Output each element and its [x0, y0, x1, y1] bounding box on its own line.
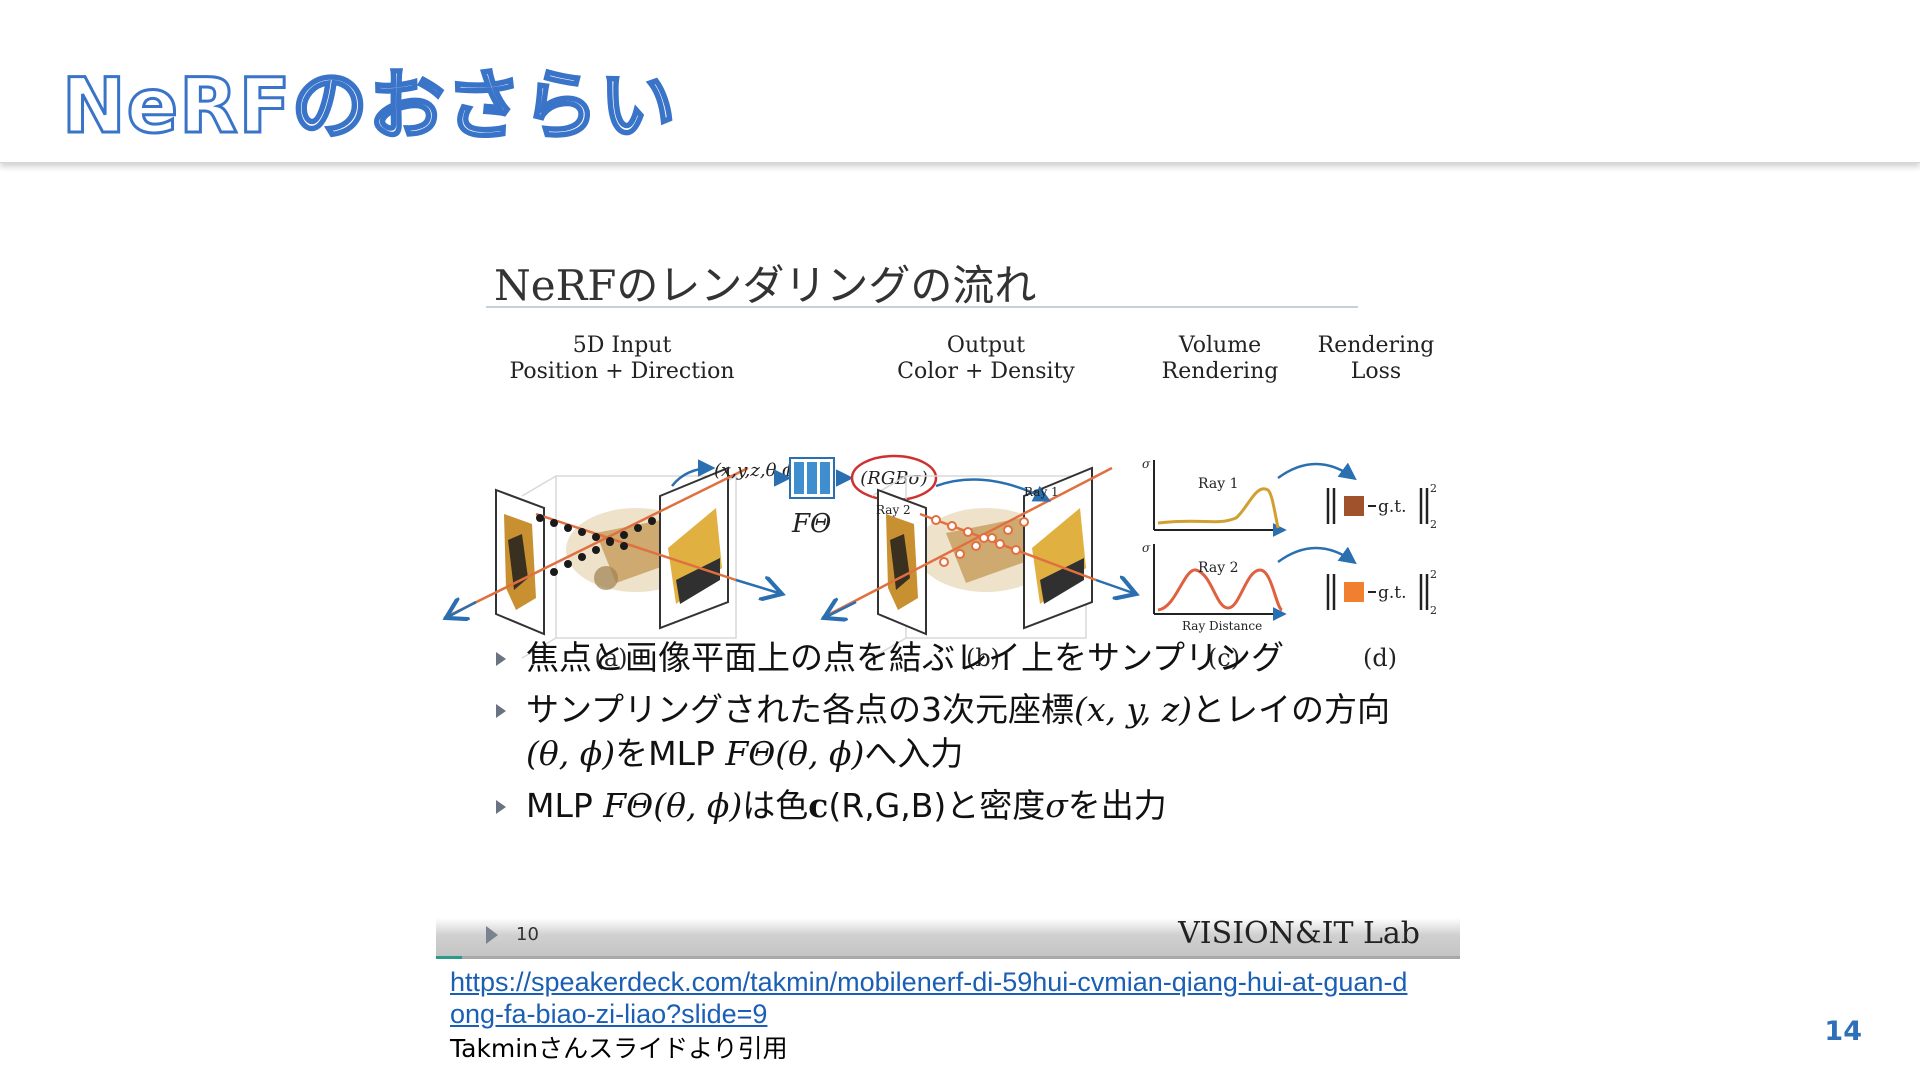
loss-gt-label-1: g.t.	[1378, 497, 1407, 517]
ray1-density-curve	[1157, 487, 1280, 529]
footer-accent-bar	[436, 956, 462, 959]
plot-ray1-label: Ray 1	[1198, 476, 1238, 492]
volume-rendering-plots	[1153, 460, 1287, 621]
input-tuple: (x,y,z,θ,ϕ)	[714, 460, 801, 481]
rendering-loss-terms	[1277, 462, 1429, 610]
loss-norm-sub-2: 2	[1430, 604, 1437, 617]
bullet-item-mlp-input: サンプリングされた各点の3次元座標(x, y, z)とレイの方向 (θ, ϕ)をM…	[496, 688, 1416, 776]
col-d-title-line1: Rendering	[1318, 333, 1435, 358]
footer-arrow-icon	[486, 926, 498, 944]
bullet-math: FΘ(θ, ϕ)	[725, 734, 865, 773]
caption-d: (d)	[1363, 644, 1397, 672]
loss-color-square-2	[1344, 582, 1364, 602]
panel-b-ray2-label: Ray 2	[876, 503, 911, 517]
bullet-text: を出力	[1067, 786, 1167, 825]
bullet-list: 焦点と画像平面上の点を結ぶレイ上をサンプリング サンプリングされた各点の3次元座…	[496, 636, 1416, 836]
bullet-text: とレイの方向	[1191, 690, 1390, 729]
bullet-bold-color-symbol: c	[808, 786, 829, 825]
col-b-title-line1: Output	[947, 333, 1025, 358]
bullet-text: (R,G,B)と密度	[828, 786, 1046, 825]
title-underline	[486, 306, 1358, 308]
col-c-title-line1: Volume	[1178, 333, 1261, 358]
lab-logo: VISION&IT Lab	[1178, 916, 1420, 951]
embedded-slide-image: NeRFのレンダリングの流れ 5D Input Position + Direc…	[436, 236, 1460, 959]
caption-c: (c)	[1208, 644, 1240, 672]
source-link[interactable]: https://speakerdeck.com/takmin/mobilener…	[450, 967, 1408, 1029]
bullet-item-mlp-output: MLP FΘ(θ, ϕ)は色c(R,G,B)と密度σを出力	[496, 784, 1416, 828]
output-tuple: (RGBσ)	[860, 468, 928, 489]
bullet-math: (x, y, z)	[1074, 690, 1192, 729]
bullet-item-sampling: 焦点と画像平面上の点を結ぶレイ上をサンプリング	[496, 636, 1416, 680]
ray2-density-curve	[1157, 568, 1284, 612]
panel-b-scene	[822, 466, 1136, 659]
col-c-title-line2: Rendering	[1162, 359, 1279, 384]
bullet-triangle-icon	[496, 652, 506, 666]
embedded-slide-footer: 10 VISION&IT Lab	[436, 916, 1460, 959]
nerf-pipeline-figure: 5D Input Position + Direction Output Col…	[436, 333, 1437, 672]
loss-norm-sup-2: 2	[1430, 568, 1437, 581]
bullet-text: 焦点と画像平面上の点を結ぶレイ上をサンプリング	[526, 638, 1285, 677]
bullet-math: (θ, ϕ)	[526, 734, 616, 773]
slide-page-number: 14	[1824, 1016, 1862, 1047]
bullet-text: サンプリングされた各点の3次元座標	[526, 690, 1075, 729]
bullet-text: は色	[742, 786, 809, 825]
mlp-network-block	[774, 457, 854, 499]
col-a-title-line2: Position + Direction	[509, 359, 734, 384]
bullet-math: σ	[1045, 786, 1068, 825]
bullet-triangle-icon	[496, 704, 506, 718]
citation-note: Takminさんスライドより引用	[450, 1034, 788, 1063]
caption-b: (b)	[966, 644, 1000, 672]
embedded-slide-title: NeRFのレンダリングの流れ	[494, 261, 1037, 310]
bullet-text: をMLP	[615, 734, 726, 773]
network-symbol: FΘ	[791, 509, 831, 539]
bullet-triangle-icon	[496, 800, 506, 814]
plot-ray2-label: Ray 2	[1198, 560, 1238, 576]
bullet-text: へ入力	[864, 734, 964, 773]
col-a-title-line1: 5D Input	[573, 333, 672, 358]
slide-header: NeRFのおさらい	[0, 0, 1920, 163]
loss-gt-label-2: g.t.	[1378, 583, 1407, 603]
panel-b-ray1-label: Ray 1	[1024, 485, 1059, 499]
bullet-math: FΘ(θ, ϕ)	[603, 786, 743, 825]
caption-a: (a)	[594, 644, 627, 672]
bullet-text: MLP	[526, 786, 604, 825]
col-b-title-line2: Color + Density	[897, 359, 1075, 384]
panel-a-scene	[444, 459, 782, 659]
loss-norm-sub-1: 2	[1430, 518, 1437, 531]
plot-ray-distance-label: Ray Distance	[1182, 619, 1262, 633]
plot-sigma-label-1: σ	[1142, 457, 1151, 471]
col-d-title-line2: Loss	[1351, 359, 1401, 384]
citation: https://speakerdeck.com/takmin/mobilener…	[450, 966, 1410, 1066]
slide-title: NeRFのおさらい	[61, 60, 678, 152]
embedded-page-number: 10	[516, 924, 539, 945]
plot-sigma-label-2: σ	[1142, 541, 1151, 555]
loss-norm-sup-1: 2	[1430, 482, 1437, 495]
loss-color-square-1	[1344, 496, 1364, 516]
